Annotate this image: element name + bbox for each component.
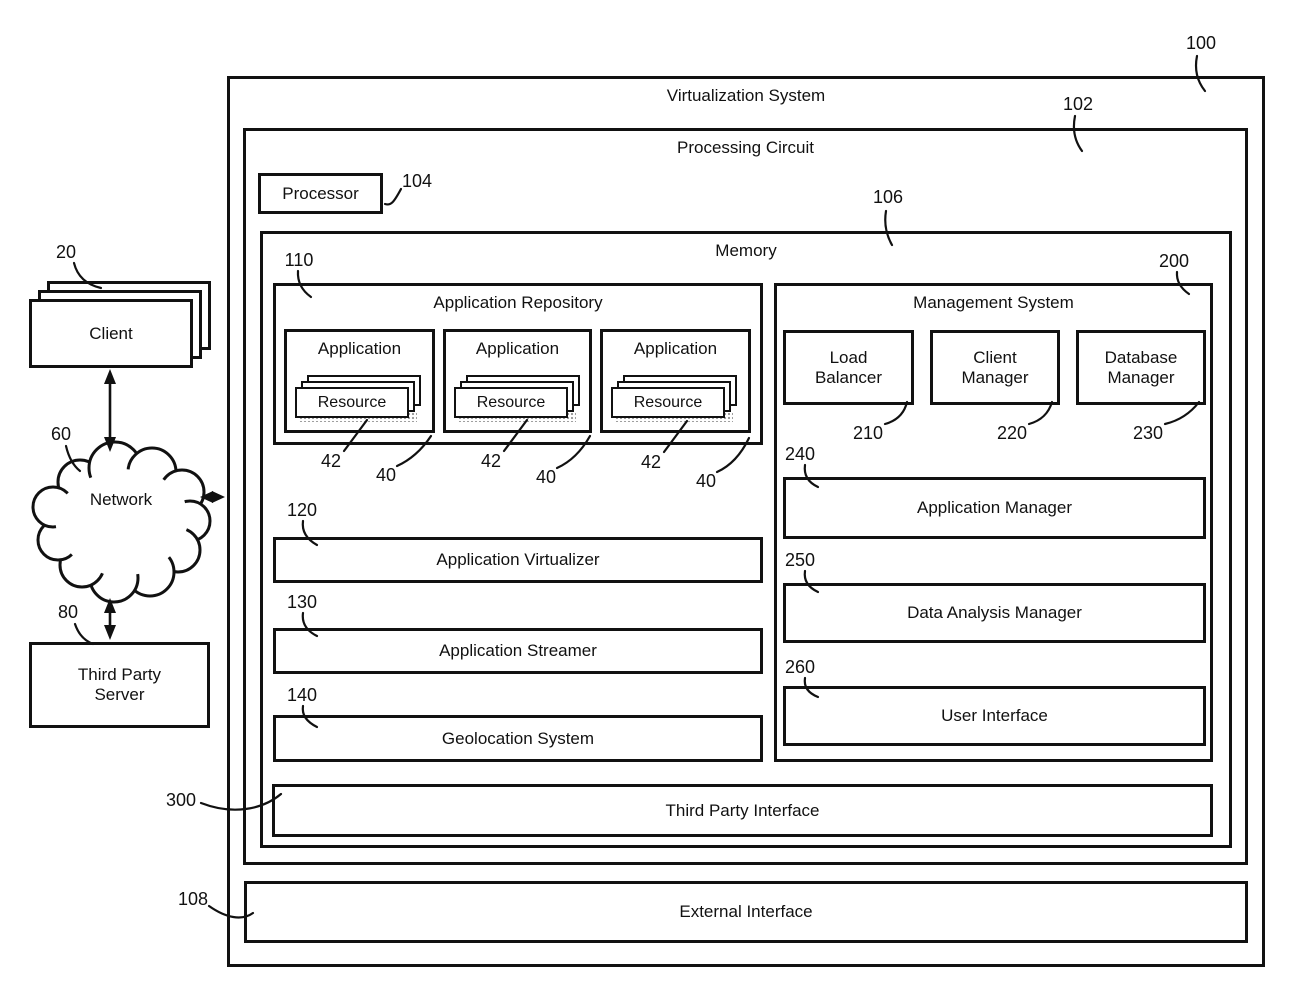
virtualization-system-label: Virtualization System xyxy=(666,86,826,105)
database-manager-label-line1: Database xyxy=(1104,347,1178,367)
network-system-arrow xyxy=(200,491,225,503)
application-streamer-box: Application Streamer xyxy=(273,628,763,674)
processor-box: Processor xyxy=(258,173,383,214)
geolocation-system-label: Geolocation System xyxy=(441,728,595,748)
client-manager-label-line2: Manager xyxy=(961,367,1029,387)
leader-80 xyxy=(73,622,95,646)
third-party-server-label-line1: Third Party xyxy=(77,665,162,684)
application-streamer-label: Application Streamer xyxy=(439,641,597,660)
ref-42-3: 42 xyxy=(640,452,662,472)
ref-40-1: 40 xyxy=(375,465,397,485)
database-manager-box: Database Manager xyxy=(1076,330,1206,405)
ref-220: 220 xyxy=(996,423,1028,443)
ref-100: 100 xyxy=(1185,33,1217,53)
data-analysis-manager-label: Data Analysis Manager xyxy=(907,603,1082,622)
ref-130: 130 xyxy=(286,592,318,612)
application-repository-label: Application Repository xyxy=(433,293,603,312)
application-label: Application xyxy=(475,339,560,358)
ref-240: 240 xyxy=(784,444,816,464)
management-system-label: Management System xyxy=(913,293,1074,312)
ref-104: 104 xyxy=(401,171,433,191)
ref-230: 230 xyxy=(1132,423,1164,443)
leader-60 xyxy=(64,444,82,473)
user-interface-label: User Interface xyxy=(941,706,1048,725)
ref-80: 80 xyxy=(57,602,79,622)
ref-300: 300 xyxy=(165,790,197,810)
resource-box: Resource xyxy=(611,387,725,418)
client-manager-label-line1: Client xyxy=(973,347,1017,367)
load-balancer-label-line1: Load xyxy=(829,347,868,367)
client-box: Client xyxy=(29,299,193,368)
ref-42-2: 42 xyxy=(480,451,502,471)
application-label: Application xyxy=(317,339,402,358)
resource-label: Resource xyxy=(633,393,703,411)
ref-210: 210 xyxy=(852,423,884,443)
resource-box: Resource xyxy=(295,387,409,418)
user-interface-box: User Interface xyxy=(783,686,1206,746)
external-interface-label: External Interface xyxy=(679,902,813,921)
processing-circuit-label: Processing Circuit xyxy=(677,138,814,157)
application-label: Application xyxy=(633,339,718,358)
ref-260: 260 xyxy=(784,657,816,677)
ref-140: 140 xyxy=(286,685,318,705)
memory-label: Memory xyxy=(715,241,777,260)
load-balancer-box: Load Balancer xyxy=(783,330,914,405)
network-label: Network xyxy=(89,490,153,509)
resource-box: Resource xyxy=(454,387,568,418)
ref-40-2: 40 xyxy=(535,467,557,487)
application-virtualizer-box: Application Virtualizer xyxy=(273,537,763,583)
processor-label: Processor xyxy=(282,183,359,203)
application-manager-box: Application Manager xyxy=(783,477,1206,539)
ref-40-3: 40 xyxy=(695,471,717,491)
ref-110: 110 xyxy=(284,250,314,270)
client-label: Client xyxy=(89,323,133,343)
database-manager-label-line2: Manager xyxy=(1107,367,1175,387)
load-balancer-label-line2: Balancer xyxy=(814,367,883,387)
ref-120: 120 xyxy=(286,500,318,520)
geolocation-system-box: Geolocation System xyxy=(273,715,763,762)
ref-42-1: 42 xyxy=(320,451,342,471)
client-network-arrow xyxy=(104,369,116,452)
application-manager-label: Application Manager xyxy=(917,498,1072,517)
ref-108: 108 xyxy=(177,889,209,909)
resource-label: Resource xyxy=(317,393,387,411)
third-party-server-box: Third Party Server xyxy=(29,642,210,728)
ref-250: 250 xyxy=(784,550,816,570)
third-party-server-label-line2: Server xyxy=(94,685,145,704)
ref-200: 200 xyxy=(1158,251,1190,271)
ref-60: 60 xyxy=(50,424,72,444)
external-interface-box: External Interface xyxy=(244,881,1248,943)
ref-20: 20 xyxy=(55,242,77,262)
ref-106: 106 xyxy=(872,187,904,207)
resource-label: Resource xyxy=(476,393,546,411)
network-server-arrow xyxy=(104,598,116,640)
third-party-interface-box: Third Party Interface xyxy=(272,784,1213,837)
client-manager-box: Client Manager xyxy=(930,330,1060,405)
network-cloud xyxy=(31,440,212,604)
third-party-interface-label: Third Party Interface xyxy=(665,800,820,820)
data-analysis-manager-box: Data Analysis Manager xyxy=(783,583,1206,643)
ref-102: 102 xyxy=(1062,94,1094,114)
application-virtualizer-label: Application Virtualizer xyxy=(436,550,600,569)
